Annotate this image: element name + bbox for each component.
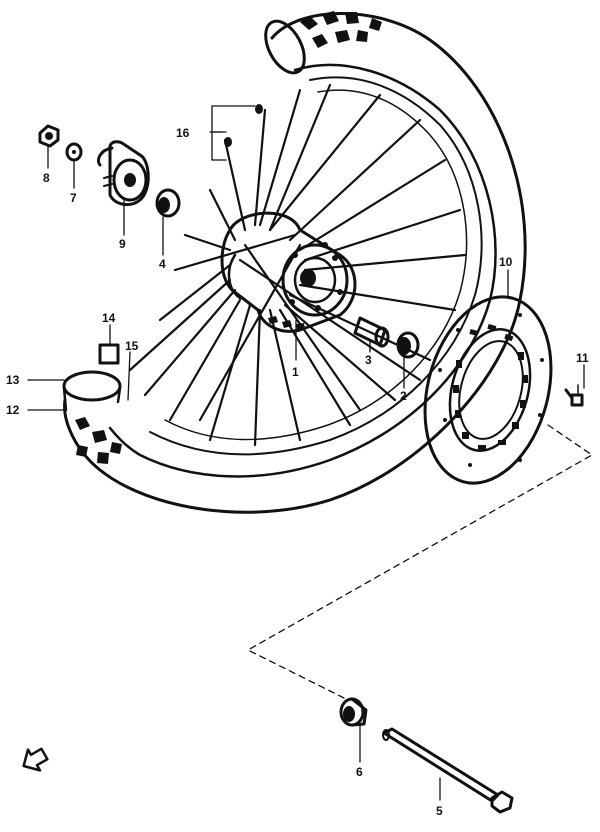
bearing-right [396, 331, 420, 359]
callout-13: 13 [6, 373, 20, 387]
callout-6: 6 [356, 765, 363, 779]
brake-disc [423, 295, 553, 485]
callout-15: 15 [125, 339, 139, 353]
part-9-speedometer-gearbox [97, 140, 150, 207]
axle-shaft [382, 727, 514, 814]
callout-11: 11 [576, 351, 589, 365]
part-16-spoke-nipples [224, 104, 263, 147]
front-direction-arrow-icon [22, 747, 49, 772]
callout-2: 2 [400, 389, 407, 403]
dashed-alignment-lines [247, 424, 593, 701]
callout-4: 4 [159, 257, 166, 271]
callout-12: 12 [6, 403, 20, 417]
callout-10: 10 [499, 255, 513, 269]
disc-bolt [564, 384, 584, 407]
part-6-axle-collar [339, 697, 368, 727]
callout-14: 14 [102, 311, 116, 325]
callout-5: 5 [436, 804, 443, 818]
part-7-washer [65, 142, 83, 162]
tire [62, 11, 527, 514]
callout-1: 1 [292, 365, 299, 379]
leader-lines [27, 105, 585, 801]
axle-spacer [353, 316, 390, 348]
part-4-bearing [155, 188, 181, 218]
callout-3: 3 [365, 353, 372, 367]
spokes [128, 83, 467, 447]
callout-8: 8 [43, 171, 50, 185]
callout-labels: 1 2 3 4 5 6 7 8 9 10 11 12 13 14 15 16 [6, 126, 589, 818]
part-8-nut [38, 124, 60, 148]
callout-16: 16 [176, 126, 190, 140]
wheel-hub [220, 211, 357, 333]
callout-9: 9 [119, 237, 126, 251]
part-14-tube-band [98, 343, 120, 365]
callout-7: 7 [70, 191, 77, 205]
